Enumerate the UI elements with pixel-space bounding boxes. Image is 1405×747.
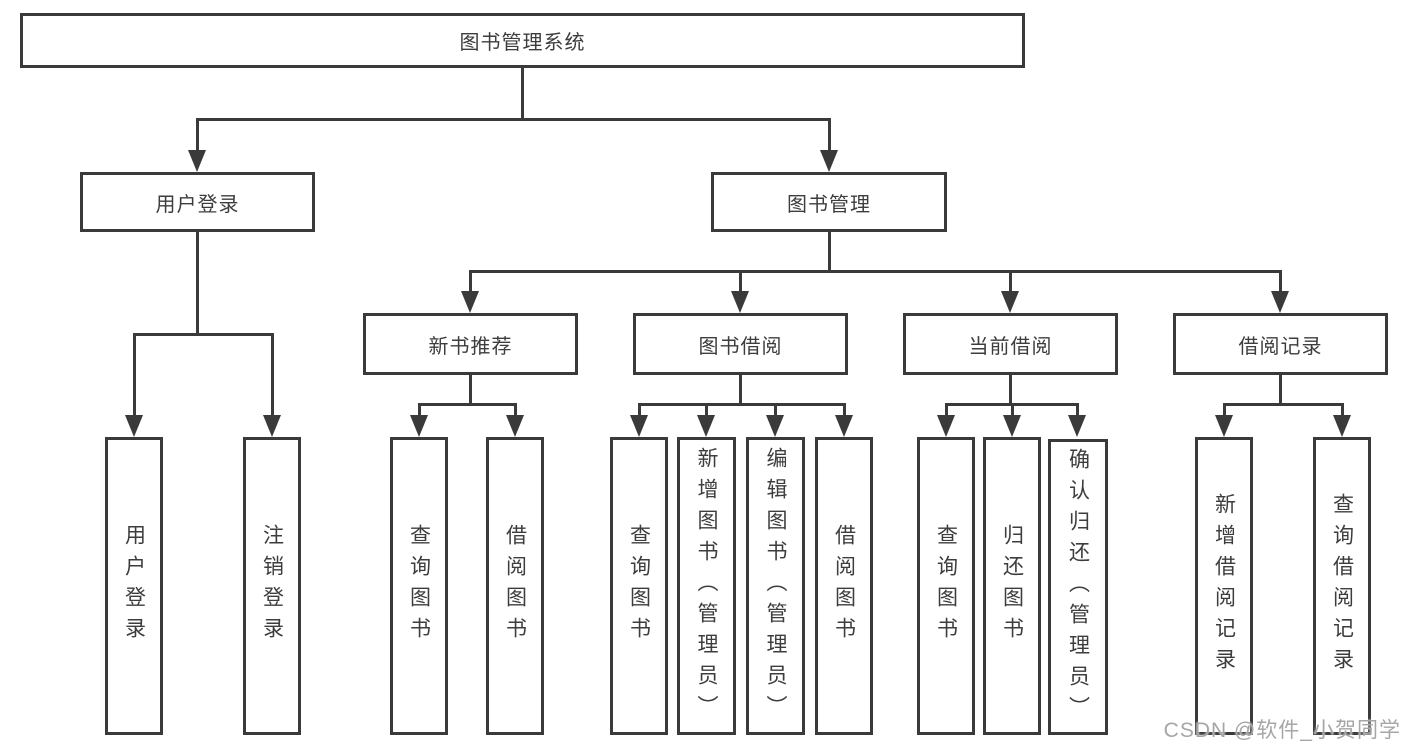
connector-line-v: [133, 333, 136, 417]
leaf-bb-query-books: 查询图书: [610, 437, 668, 735]
connector-line-h: [196, 118, 830, 121]
arrowhead-down-icon: [697, 415, 715, 437]
node-borrow-records: 借阅记录: [1173, 313, 1388, 375]
connector-line-v: [828, 232, 831, 273]
connector-line-h: [133, 333, 274, 336]
leaf-bb-edit-books-admin: 编辑图书（管理员）: [746, 437, 805, 735]
arrowhead-down-icon: [820, 150, 838, 172]
leaf-bb-query-books-label: 查询图书: [627, 524, 651, 648]
node-user-login-branch: 用户登录: [80, 172, 315, 232]
connector-line-v: [774, 403, 777, 417]
arrowhead-down-icon: [731, 291, 749, 313]
connector-line-v: [521, 68, 524, 120]
leaf-cb-return-books-label: 归还图书: [1000, 524, 1024, 648]
leaf-br-query-record: 查询借阅记录: [1313, 437, 1371, 735]
arrowhead-down-icon: [766, 415, 784, 437]
connector-line-v: [1341, 403, 1344, 417]
leaf-bb-borrow-books-label: 借阅图书: [832, 524, 856, 648]
arrowhead-down-icon: [630, 415, 648, 437]
connector-line-h: [418, 403, 517, 406]
arrowhead-down-icon: [461, 291, 479, 313]
connector-line-v: [1009, 375, 1012, 406]
leaf-cb-return-books: 归还图书: [983, 437, 1041, 735]
connector-line-v: [271, 333, 274, 417]
connector-line-v: [1223, 403, 1226, 417]
leaf-bb-add-books-admin: 新增图书（管理员）: [677, 437, 736, 735]
connector-line-v: [1279, 270, 1282, 293]
connector-line-v: [945, 403, 948, 417]
arrowhead-down-icon: [1001, 291, 1019, 313]
arrowhead-down-icon: [1271, 291, 1289, 313]
leaf-rec-query-books: 查询图书: [390, 437, 448, 735]
connector-line-v: [828, 118, 831, 152]
leaf-cb-confirm-return-admin-label: 确认归还（管理员）: [1066, 447, 1090, 727]
leaf-bb-add-books-admin-label: 新增图书（管理员）: [695, 446, 718, 726]
node-current-borrow: 当前借阅: [903, 313, 1118, 375]
watermark: CSDN @软件_小贺同学: [1163, 719, 1401, 742]
node-new-book-recommend: 新书推荐: [363, 313, 578, 375]
connector-line-v: [705, 403, 708, 417]
leaf-bb-borrow-books: 借阅图书: [815, 437, 873, 735]
leaf-bb-edit-books-admin-label: 编辑图书（管理员）: [764, 446, 787, 726]
arrowhead-down-icon: [937, 415, 955, 437]
leaf-rec-query-books-label: 查询图书: [407, 524, 431, 648]
connector-line-v: [843, 403, 846, 417]
leaf-logout: 注销登录: [243, 437, 301, 735]
leaf-rec-borrow-books: 借阅图书: [486, 437, 544, 735]
arrowhead-down-icon: [835, 415, 853, 437]
connector-line-v: [1011, 403, 1014, 417]
connector-line-v: [1076, 403, 1079, 417]
arrowhead-down-icon: [1215, 415, 1233, 437]
arrowhead-down-icon: [410, 415, 428, 437]
arrowhead-down-icon: [1333, 415, 1351, 437]
leaf-user-login: 用户登录: [105, 437, 163, 735]
leaf-br-add-record: 新增借阅记录: [1195, 437, 1253, 735]
connector-line-h: [1223, 403, 1344, 406]
connector-line-v: [196, 232, 199, 336]
leaf-logout-label: 注销登录: [260, 524, 284, 648]
node-book-management-branch: 图书管理: [711, 172, 947, 232]
connector-line-v: [469, 270, 472, 293]
arrowhead-down-icon: [506, 415, 524, 437]
connector-line-v: [514, 403, 517, 417]
connector-line-v: [1279, 375, 1282, 406]
connector-line-v: [638, 403, 641, 417]
connector-line-h: [469, 270, 1282, 273]
connector-line-v: [739, 270, 742, 293]
arrowhead-down-icon: [1003, 415, 1021, 437]
leaf-user-login-label: 用户登录: [122, 524, 146, 648]
leaf-br-query-record-label: 查询借阅记录: [1330, 493, 1354, 679]
node-root: 图书管理系统: [20, 13, 1025, 68]
arrowhead-down-icon: [263, 415, 281, 437]
leaf-cb-query-books: 查询图书: [917, 437, 975, 735]
leaf-br-add-record-label: 新增借阅记录: [1212, 493, 1236, 679]
leaf-cb-confirm-return-admin: 确认归还（管理员）: [1048, 439, 1108, 735]
node-book-borrow: 图书借阅: [633, 313, 848, 375]
leaf-rec-borrow-books-label: 借阅图书: [503, 524, 527, 648]
leaf-cb-query-books-label: 查询图书: [934, 524, 958, 648]
connector-line-v: [1009, 270, 1012, 293]
arrowhead-down-icon: [188, 150, 206, 172]
connector-line-h: [638, 403, 846, 406]
connector-line-v: [469, 375, 472, 406]
arrowhead-down-icon: [1068, 415, 1086, 437]
arrowhead-down-icon: [125, 415, 143, 437]
connector-line-v: [739, 375, 742, 406]
connector-line-v: [196, 118, 199, 152]
connector-line-v: [418, 403, 421, 417]
